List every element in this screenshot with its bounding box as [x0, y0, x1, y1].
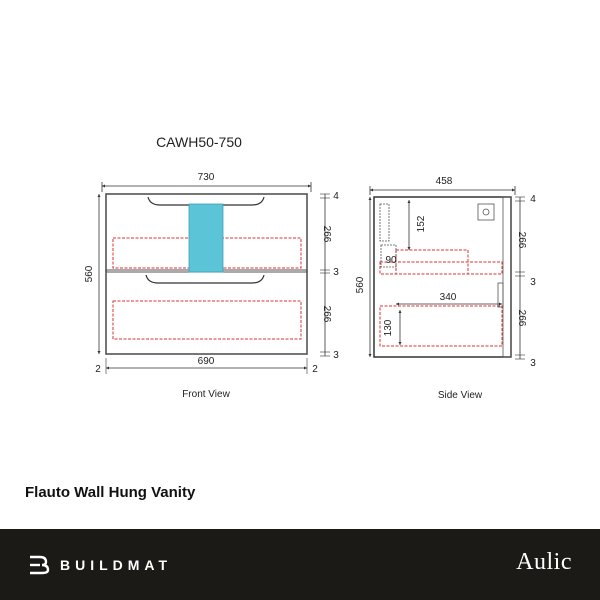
buildmat-logo-icon — [28, 555, 50, 575]
side-dim-depth: 458 — [436, 176, 453, 187]
side-dim-inner-height: 152 — [416, 215, 427, 232]
wall-bracket-left — [379, 203, 390, 242]
technical-drawing: CAWH50-750 730 560 690 2 2 — [84, 134, 536, 401]
side-dim-height: 560 — [355, 276, 366, 293]
side-front-panel — [502, 196, 512, 358]
side-lower-drawer-box — [379, 305, 503, 347]
front-view-label: Front View — [182, 389, 230, 400]
basin-waste-block — [188, 203, 224, 273]
side-view: 458 560 152 90 340 130 4 266 3 266 3 Sid… — [355, 176, 536, 401]
side-view-label: Side View — [438, 390, 483, 401]
side-dim-drawer-upper: 266 — [516, 232, 527, 249]
buildmat-wordmark: BUILDMAT — [60, 557, 173, 573]
front-lower-drawer-box — [112, 300, 302, 340]
side-dim-drawer-lower: 266 — [516, 310, 527, 327]
front-dim-drawer-upper: 266 — [321, 226, 332, 243]
front-dim-side-left: 2 — [95, 364, 101, 375]
front-dim-side-right: 2 — [312, 364, 318, 375]
wall-bracket-right — [477, 203, 495, 221]
front-dim-top-gap: 4 — [333, 191, 339, 202]
side-dim-drawer-height: 130 — [383, 319, 394, 336]
side-dim-top-gap: 4 — [530, 194, 536, 205]
front-dim-height: 560 — [84, 265, 95, 282]
front-dim-inner-width: 690 — [198, 356, 215, 367]
side-dim-bottom-gap: 3 — [530, 358, 536, 369]
buildmat-brand: BUILDMAT — [28, 553, 172, 577]
side-dim-small: 90 — [385, 255, 397, 266]
front-dim-mid-gap: 3 — [333, 267, 339, 278]
front-lower-drawer — [105, 271, 308, 355]
side-dim-drawer-depth: 340 — [440, 292, 457, 303]
side-upper-drawer-box — [379, 261, 503, 275]
side-cabinet-outline — [373, 196, 512, 358]
product-title: Flauto Wall Hung Vanity — [25, 484, 196, 501]
front-view: 730 560 690 2 2 4 266 3 266 3 Front View — [84, 172, 339, 400]
front-dim-drawer-lower: 266 — [321, 306, 332, 323]
side-handle — [497, 282, 504, 308]
aulic-wordmark: Aulic — [516, 549, 572, 575]
model-code: CAWH50-750 — [156, 134, 242, 150]
front-dim-width: 730 — [198, 172, 215, 183]
waste-outlet — [380, 244, 397, 268]
side-dim-mid-gap: 3 — [530, 277, 536, 288]
brand-footer: BUILDMAT Aulic — [0, 529, 600, 600]
front-lower-handle — [145, 274, 265, 284]
front-dim-bottom-gap: 3 — [333, 350, 339, 361]
